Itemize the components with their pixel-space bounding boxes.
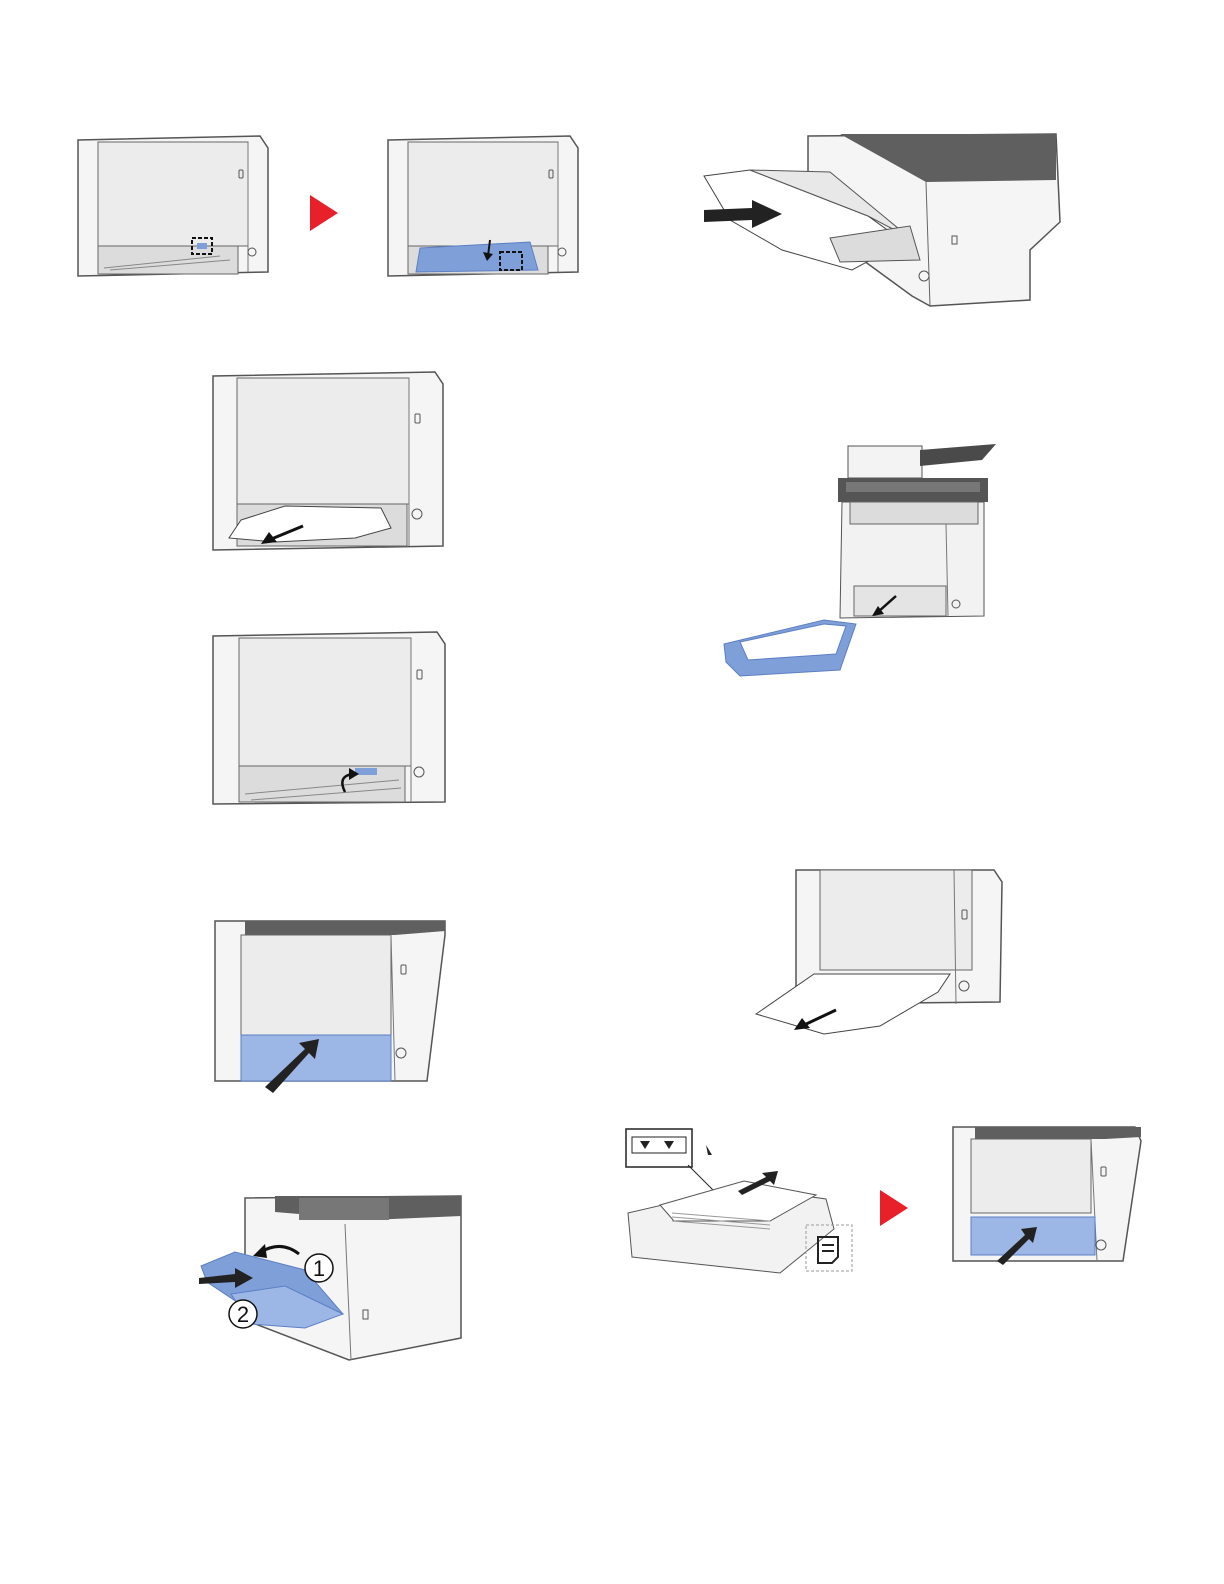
next-step-arrow-icon [310, 195, 340, 231]
paper-jam-illustration [750, 868, 1010, 1038]
figure-open-cover-left [70, 130, 280, 280]
figure-close-cassette [945, 1125, 1145, 1270]
figure-open-mp-tray: 1 2 [195, 1190, 465, 1370]
figure-close-cover [205, 915, 455, 1090]
printer-illustration: 1 2 [195, 1190, 465, 1370]
printer-illustration [720, 440, 1000, 680]
figure-mp-tray-paper [690, 130, 1070, 310]
figure-open-cover-right [380, 130, 590, 280]
printer-illustration [205, 915, 455, 1090]
printer-illustration [70, 130, 280, 280]
figure-remove-paper-bottom [750, 868, 1010, 1038]
figure-remove-jammed-paper [205, 370, 455, 555]
printer-illustration [620, 1125, 865, 1275]
step-number-2: 2 [237, 1302, 249, 1327]
paper-jam-illustration [205, 370, 455, 555]
figure-pull-out-cassette [720, 440, 1000, 680]
next-step-arrow-icon [880, 1190, 910, 1226]
printer-illustration [690, 130, 1070, 310]
paper-fill-mark-icon [626, 1129, 692, 1167]
printer-illustration [380, 130, 590, 280]
figure-load-paper-cassette [620, 1125, 865, 1275]
step-number-1: 1 [313, 1256, 325, 1281]
printer-illustration [205, 628, 455, 808]
printer-illustration [945, 1125, 1145, 1270]
figure-lift-guide [205, 628, 455, 808]
